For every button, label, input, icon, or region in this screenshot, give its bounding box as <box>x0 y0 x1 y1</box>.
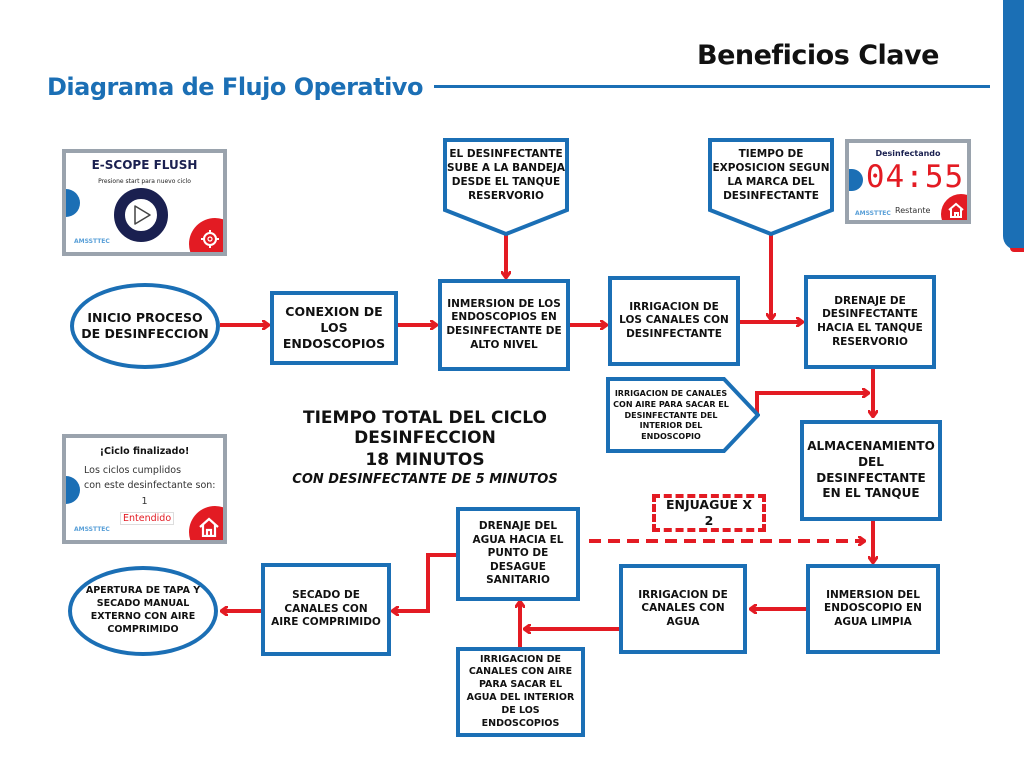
flow-immerse-water: INMERSION DEL ENDOSCOPIO EN AGUA LIMPIA <box>806 564 940 654</box>
flow-air-purge-disinfectant: IRRIGACION DE CANALES CON AIRE PARA SACA… <box>613 389 729 442</box>
air-purge-disinfectant-shape <box>606 377 760 453</box>
side-tab <box>1003 0 1024 250</box>
screen-start-title: E-SCOPE FLUSH <box>91 158 198 172</box>
screen-finished-message-2: con este desinfectante son: <box>84 480 216 491</box>
screen-start-subtitle: Presione start para nuevo ciclo <box>98 178 191 185</box>
timer-display: 04:55 <box>865 159 965 195</box>
logo: AMSSTTEC <box>855 210 891 217</box>
cycle-count: 1 <box>141 496 148 507</box>
flow-dry-channels: SECADO DE CANALES CON AIRE COMPRIMIDO <box>261 563 391 656</box>
home-icon[interactable] <box>947 202 965 218</box>
flow-drain-water: DRENAJE DEL AGUA HACIA EL PUNTO DE DESAG… <box>456 507 580 601</box>
screen-finished-blue-tab <box>66 476 80 504</box>
play-button[interactable] <box>114 188 168 242</box>
arrow-drain-water-to-dry <box>393 553 456 611</box>
note-tray: EL DESINFECTANTE SUBE A LA BANDEJA DESDE… <box>446 147 565 203</box>
entendido-button[interactable]: Entendido <box>120 512 175 525</box>
flow-store-disinfectant: ALMACENAMIENTO DEL DESINFECTANTE EN EL T… <box>800 420 942 521</box>
screen-finished-title: ¡Ciclo finalizado! <box>99 446 190 457</box>
arrow-air-purge-to-store <box>755 393 868 414</box>
screen-start-blue-tab <box>66 189 80 217</box>
note-exposure-shape <box>708 138 834 236</box>
home-icon[interactable] <box>198 517 220 537</box>
flow-immerse-disinfectant: INMERSION DE LOS ENDOSCOPIOS EN DESINFEC… <box>438 279 570 371</box>
screen-running-status: Desinfectando <box>875 149 941 158</box>
rinse-label: ENJUAGUE X 2 <box>652 494 766 532</box>
screen-start: E-SCOPE FLUSH Presione start para nuevo … <box>62 149 227 256</box>
logo: AMSSTTEC <box>74 238 110 245</box>
flow-drain-disinfectant: DRENAJE DE DESINFECTANTE HACIA EL TANQUE… <box>804 275 936 369</box>
timer-label: Restante <box>895 206 931 215</box>
summary-line-1: TIEMPO TOTAL DEL CICLO DESINFECCION <box>303 408 547 448</box>
flow-air-purge-water: IRRIGACION DE CANALES CON AIRE PARA SACA… <box>456 647 585 737</box>
flow-connect: CONEXION DE LOS ENDOSCOPIOS <box>270 291 398 365</box>
play-icon <box>134 205 151 225</box>
screen-finished: ¡Ciclo finalizado! Los ciclos cumplidos … <box>62 434 227 544</box>
side-tab-accent <box>1010 248 1024 252</box>
screen-finished-message-1: Los ciclos cumplidos <box>84 465 182 476</box>
page-title: Diagrama de Flujo Operativo <box>47 73 423 101</box>
flow-end: APERTURA DE TAPA Y SECADO MANUAL EXTERNO… <box>68 566 218 656</box>
section-title: Beneficios Clave <box>697 40 939 71</box>
gear-icon[interactable] <box>201 230 219 248</box>
flow-irrigate-water: IRRIGACION DE CANALES CON AGUA <box>619 564 747 654</box>
summary-line-2: 18 MINUTOS <box>365 450 485 470</box>
flow-start: INICIO PROCESO DE DESINFECCION <box>70 283 220 369</box>
note-exposure: TIEMPO DE EXPOSICION SEGUN LA MARCA DEL … <box>712 147 830 203</box>
flow-irrigate-disinfectant: IRRIGACION DE LOS CANALES CON DESINFECTA… <box>608 276 740 366</box>
note-tray-shape <box>443 138 569 236</box>
screen-running-blue-tab <box>849 169 863 191</box>
summary-line-3: CON DESINFECTANTE DE 5 MINUTOS <box>292 472 558 487</box>
logo: AMSSTTEC <box>74 526 110 533</box>
screen-running: Desinfectando 04:55 AMSSTTEC Restante <box>845 139 971 224</box>
cycle-summary: TIEMPO TOTAL DEL CICLO DESINFECCION 18 M… <box>240 408 610 487</box>
title-divider <box>434 85 990 88</box>
